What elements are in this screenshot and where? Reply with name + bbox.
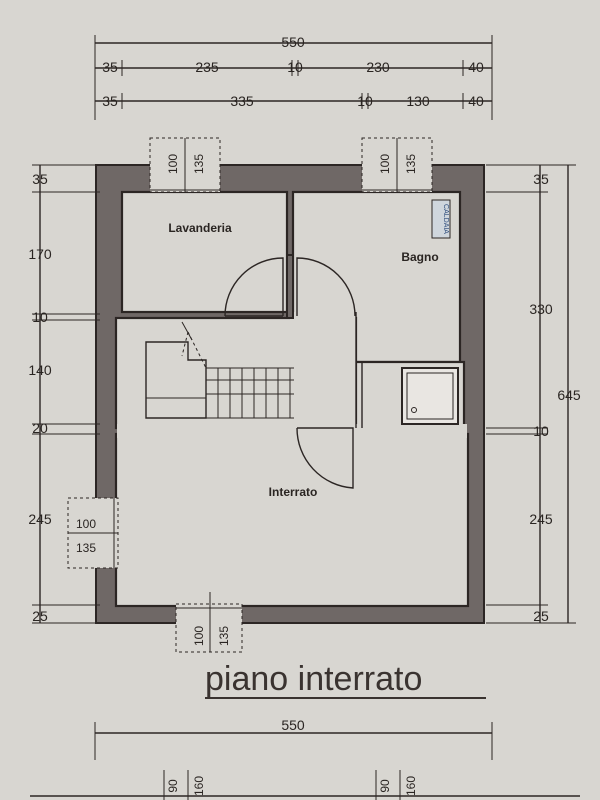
dim-top-r1-1: 235 xyxy=(195,59,219,75)
dim-left-3: 140 xyxy=(28,362,52,378)
dim-right-1: 330 xyxy=(529,301,553,317)
dim-right-4: 25 xyxy=(533,608,549,624)
dim-right-total: 645 xyxy=(557,387,581,403)
dim-left-6: 25 xyxy=(32,608,48,624)
window-top-right-h: 135 xyxy=(404,154,418,174)
dim-left-4: 20 xyxy=(32,420,48,436)
window-top-left-h: 135 xyxy=(192,154,206,174)
window-top-right-w: 100 xyxy=(378,154,392,174)
window-left: 100 135 xyxy=(67,497,119,569)
dim-bottom-p3: 160 xyxy=(404,776,418,796)
top-dimensions: 550 35 235 10 230 40 35 335 10 130 40 xyxy=(94,34,493,120)
dim-top-r1-0: 35 xyxy=(102,59,118,75)
boiler-label: CALDAIA xyxy=(442,204,449,234)
room-basement xyxy=(114,432,470,608)
window-bottom: 100 135 xyxy=(175,592,243,653)
window-bottom-w: 100 xyxy=(192,626,206,646)
dim-top-r1-3: 230 xyxy=(366,59,390,75)
staircase xyxy=(145,321,294,419)
right-dimensions: 35 330 10 245 25 645 xyxy=(486,164,581,624)
dim-top-r2-4: 40 xyxy=(468,93,484,109)
dim-top-total: 550 xyxy=(281,34,305,50)
bottom-dimensions: 550 90 160 90 160 xyxy=(30,717,580,800)
plan-title: piano interrato xyxy=(205,660,422,698)
dim-right-2: 10 xyxy=(533,423,549,439)
dim-right-0: 35 xyxy=(533,171,549,187)
dim-right-3: 245 xyxy=(529,511,553,527)
dim-left-5: 245 xyxy=(28,511,52,527)
dim-top-r1-2: 10 xyxy=(287,59,303,75)
dim-bottom-p0: 90 xyxy=(166,779,180,793)
dim-top-r2-3: 130 xyxy=(406,93,430,109)
dim-top-r1-4: 40 xyxy=(468,59,484,75)
dim-bottom-p2: 90 xyxy=(378,779,392,793)
window-left-h: 135 xyxy=(76,541,96,555)
interior-partitions xyxy=(224,192,363,489)
building-walls xyxy=(95,164,485,624)
dim-left-2: 10 xyxy=(32,309,48,325)
dim-left-0: 35 xyxy=(32,171,48,187)
window-left-w: 100 xyxy=(76,517,96,531)
label-laundry: Lavanderia xyxy=(168,221,232,235)
dim-top-r2-2: 10 xyxy=(357,93,373,109)
dim-top-r2-0: 35 xyxy=(102,93,118,109)
dim-bottom-p1: 160 xyxy=(192,776,206,796)
dim-top-r2-1: 335 xyxy=(230,93,254,109)
room-laundry xyxy=(120,190,289,314)
label-basement: Interrato xyxy=(269,485,318,499)
left-dimensions: 35 170 10 140 20 245 25 xyxy=(28,164,100,624)
dim-left-1: 170 xyxy=(28,246,52,262)
window-bottom-h: 135 xyxy=(217,626,231,646)
boiler-icon: CALDAIA xyxy=(431,199,451,239)
window-top-left-w: 100 xyxy=(166,154,180,174)
label-bathroom: Bagno xyxy=(401,250,438,264)
dim-bottom-total: 550 xyxy=(281,717,305,733)
window-top-left: 100 135 xyxy=(149,137,221,193)
shower-tray xyxy=(401,367,459,425)
window-top-right: 100 135 xyxy=(361,137,433,193)
